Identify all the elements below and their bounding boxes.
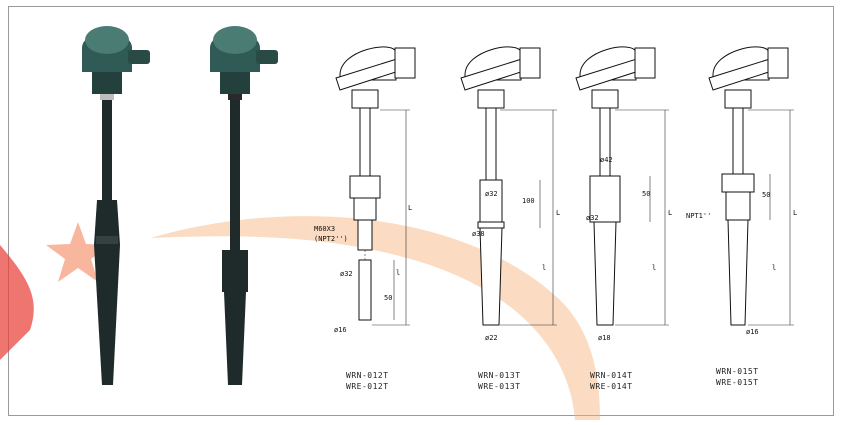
label-phi18-014: ø18 [598,334,611,342]
label-phi22-013: ø22 [485,334,498,342]
dim-l-014: l [652,264,656,272]
dim-L-012: L [408,204,412,212]
dim-50-015: 50 [762,191,770,199]
model-line: WRE-014T [590,382,633,391]
thermocouple-photo-2 [210,26,278,385]
dim-L-014: L [668,209,672,217]
diagram-012: L l 50 M60X3 (NPT2'') ø32 ø16 [314,46,416,334]
label-phi32-012: ø32 [340,270,353,278]
figure-border [8,6,834,416]
dim-L-015: L [793,209,797,217]
thermocouple-photo-1 [82,26,150,385]
dim-50-014: 50 [642,190,650,198]
diagram-014: ø42 ø32 ø18 50 L l [575,46,672,342]
label-phi38-013: ø38 [472,230,485,238]
dim-l-015: l [772,264,776,272]
label-phi16-015: ø16 [746,328,759,336]
diagram-013: 100 L l ø32 ø38 ø22 [460,46,560,342]
dim-100-013: 100 [522,197,535,205]
model-line: WRN-014T [590,371,633,380]
label-npt1-015: NPT1'' [686,212,711,220]
red-corner-watermark [0,245,34,360]
dim-l-013: l [542,264,546,272]
model-label-012: WRN-012T WRE-012T [346,370,389,392]
model-label-015: WRN-015T WRE-015T [716,366,759,388]
model-line: WRE-013T [478,382,521,391]
dim-l-012: l [396,269,400,277]
model-label-013: WRN-013T WRE-013T [478,370,521,392]
dim-50-012: 50 [384,294,392,302]
model-label-014: WRN-014T WRE-014T [590,370,633,392]
model-line: WRN-013T [478,371,521,380]
star-watermark-icon [46,222,110,282]
model-line: WRN-015T [716,367,759,376]
model-line: WRE-012T [346,382,389,391]
label-npt2: (NPT2'') [314,235,348,243]
dim-L-013: L [556,209,560,217]
label-phi16-012: ø16 [334,326,347,334]
model-line: WRN-012T [346,371,389,380]
label-phi42-014: ø42 [600,156,613,164]
label-m60x3: M60X3 [314,225,335,233]
label-phi32-014: ø32 [586,214,599,222]
model-line: WRE-015T [716,378,759,387]
diagram-015: 50 L l NPT1'' ø16 [686,46,797,336]
label-phi32-013: ø32 [485,190,498,198]
